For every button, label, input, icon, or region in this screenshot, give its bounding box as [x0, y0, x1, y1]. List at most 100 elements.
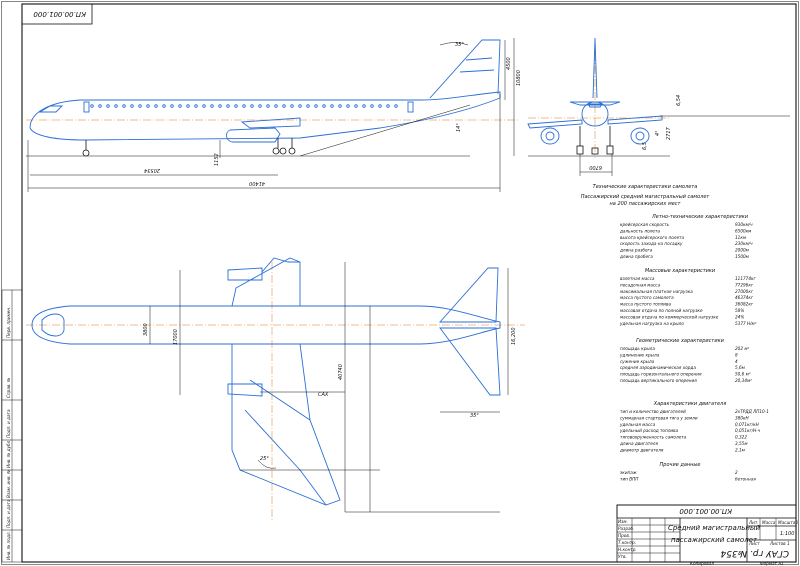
engine-row-value: 0,071кг/кН — [735, 422, 760, 427]
strip-label-3: Подп. и дата — [6, 409, 11, 438]
engine-row-value: 380кН — [735, 415, 750, 420]
strip-label-4: Инв. № дубл. — [6, 439, 11, 468]
scale-value: 1:100 — [780, 531, 794, 537]
mass-row-label: масса пустого топлива — [620, 302, 671, 307]
flight-row-value: 2000м — [735, 248, 749, 253]
engine-row-label: диаметр двигателя — [619, 447, 664, 452]
dim-front-b: 6,54 — [676, 95, 682, 106]
strip-label-2: Справ. № — [6, 377, 11, 398]
strip-label-7: Инв. № подл. — [6, 531, 11, 560]
geom-row-value: 5,6м — [735, 365, 745, 370]
mass-row-value: 46374кг — [735, 295, 754, 300]
other-row-label: тип ВПП — [620, 476, 639, 481]
dim-span: 40740 — [338, 364, 344, 380]
front-fuselage — [581, 101, 609, 127]
bottom-code: КП.00.001.000 — [679, 507, 732, 515]
left-strip: Перв. примен. Справ. № Подп. и дата Инв.… — [1, 289, 23, 563]
geom-row-label: площадь вертикального оперения — [620, 378, 697, 383]
engine-row-label: длина двигателя — [619, 441, 658, 446]
sheet-label: Лист — [748, 541, 760, 546]
drawing-title-1: Средний магистральный — [668, 524, 761, 532]
other-rows: экипаж 2 тип ВПП бетонная — [620, 470, 756, 481]
flight-row-label: длина разбега — [619, 248, 653, 253]
front-hstab — [569, 101, 621, 106]
other-title: Прочие данные — [660, 462, 701, 468]
mass-row-value: 5377 Н/м² — [735, 321, 757, 326]
mass-row-value: 24% — [735, 314, 744, 319]
sheets-label: Листов 1 — [769, 541, 790, 546]
stamp-row-1: Изм. — [618, 519, 628, 524]
dim-total-length: 41400 — [249, 180, 265, 186]
geom-row-label: площадь горизонтального оперения — [620, 372, 702, 377]
dim-nose-gear: 20534 — [144, 167, 160, 173]
engine-row-label: тяговооруженность самолета — [620, 435, 687, 440]
other-row-value: 2 — [735, 470, 738, 475]
specs-title: Технические характеристики самолета — [593, 184, 698, 190]
geom-title: Геометрические характеристики — [636, 338, 724, 344]
top-code-box: КП.00.001.000 — [21, 3, 93, 25]
stamp-row-2: Разраб. — [618, 526, 634, 531]
front-engine-right — [630, 127, 650, 145]
engine-row-value: 3,55м — [735, 441, 747, 446]
geom-row-value: 4 — [735, 359, 738, 364]
org-label: СГАУ гр. №354 — [720, 548, 789, 558]
mass-row-value: 77296кг — [735, 282, 754, 287]
engine-row-value: 0,322 — [735, 435, 747, 440]
front-wing — [527, 115, 663, 129]
flight-row-value: 11км — [735, 235, 746, 240]
flight-row-label: крейсерская скорость — [620, 222, 670, 227]
geom-row-label: удлинение крыла — [619, 352, 660, 357]
other-row-label: экипаж — [620, 470, 637, 475]
mass-title: Массовые характеристики — [645, 268, 716, 274]
mass-row-label: удельная нагрузка на крыло — [619, 321, 684, 326]
front-vertical-tail — [592, 37, 598, 99]
mass-row-value: 36082кг — [735, 302, 754, 307]
geom-row-value: 202 м² — [735, 346, 749, 351]
passenger-windows — [90, 104, 398, 108]
copied-label: Копировал — [690, 561, 714, 566]
other-row-value: бетонная — [735, 476, 756, 481]
engine-top-left — [227, 267, 263, 281]
dim-span-half: 17000 — [173, 329, 179, 345]
mass-row-label: массовая отдача по полной нагрузке — [620, 308, 703, 313]
specs-block: Технические характеристики самолета Пасс… — [581, 184, 770, 481]
flight-row-value: 6500км — [735, 228, 751, 233]
engine-side — [226, 127, 281, 143]
flight-row-value: 230км/ч — [735, 241, 753, 246]
stamp-row-4: Т.контр. — [618, 540, 636, 545]
engine-top-right — [227, 383, 263, 397]
dim-height: 10800 — [516, 70, 522, 86]
strip-label-5: Взам. инв. № — [6, 469, 11, 498]
specs-subtitle-2: на 200 пассажирских мест — [610, 201, 682, 207]
stamp-row-6: Утв. — [618, 554, 627, 559]
mass-row-value: 111774кг — [735, 276, 757, 281]
fuselage-side — [29, 91, 501, 141]
dim-tail-height: 4500 — [506, 57, 512, 70]
dim-sweep-wing: 25° — [260, 456, 269, 462]
stamp-row-3: Пров. — [618, 533, 630, 538]
specs-subtitle-1: Пассажирский средний магистральный самол… — [581, 194, 711, 200]
format-label: Формат А1 — [760, 561, 784, 566]
dim-ground-clear: 1152 — [214, 153, 220, 166]
hstab-top — [439, 327, 501, 396]
dim-cax: САХ — [318, 392, 329, 398]
fuselage-top — [31, 305, 501, 345]
stamp-grid: Изм. Разраб. Пров. Т.контр. Н.контр. Утв… — [617, 518, 680, 562]
dim-front-c: 6,5 — [642, 142, 648, 150]
strip-label-1: Перв. примен. — [6, 307, 11, 338]
hstab-top-left — [438, 267, 499, 323]
engine-row-label: удельный расход топлива — [619, 428, 679, 433]
label-lit: Лит. — [748, 520, 759, 525]
dim-sweep-tail: 35° — [470, 413, 479, 419]
engine-row-value: 2хТРДД ЛП10-1 — [735, 409, 769, 414]
engine-row-label: удельная масса — [619, 422, 656, 427]
geom-row-value: 50,6 м² — [735, 372, 751, 377]
mass-row-label: масса пустого самолета — [620, 295, 674, 300]
geom-row-label: сужение крыла — [620, 359, 655, 364]
